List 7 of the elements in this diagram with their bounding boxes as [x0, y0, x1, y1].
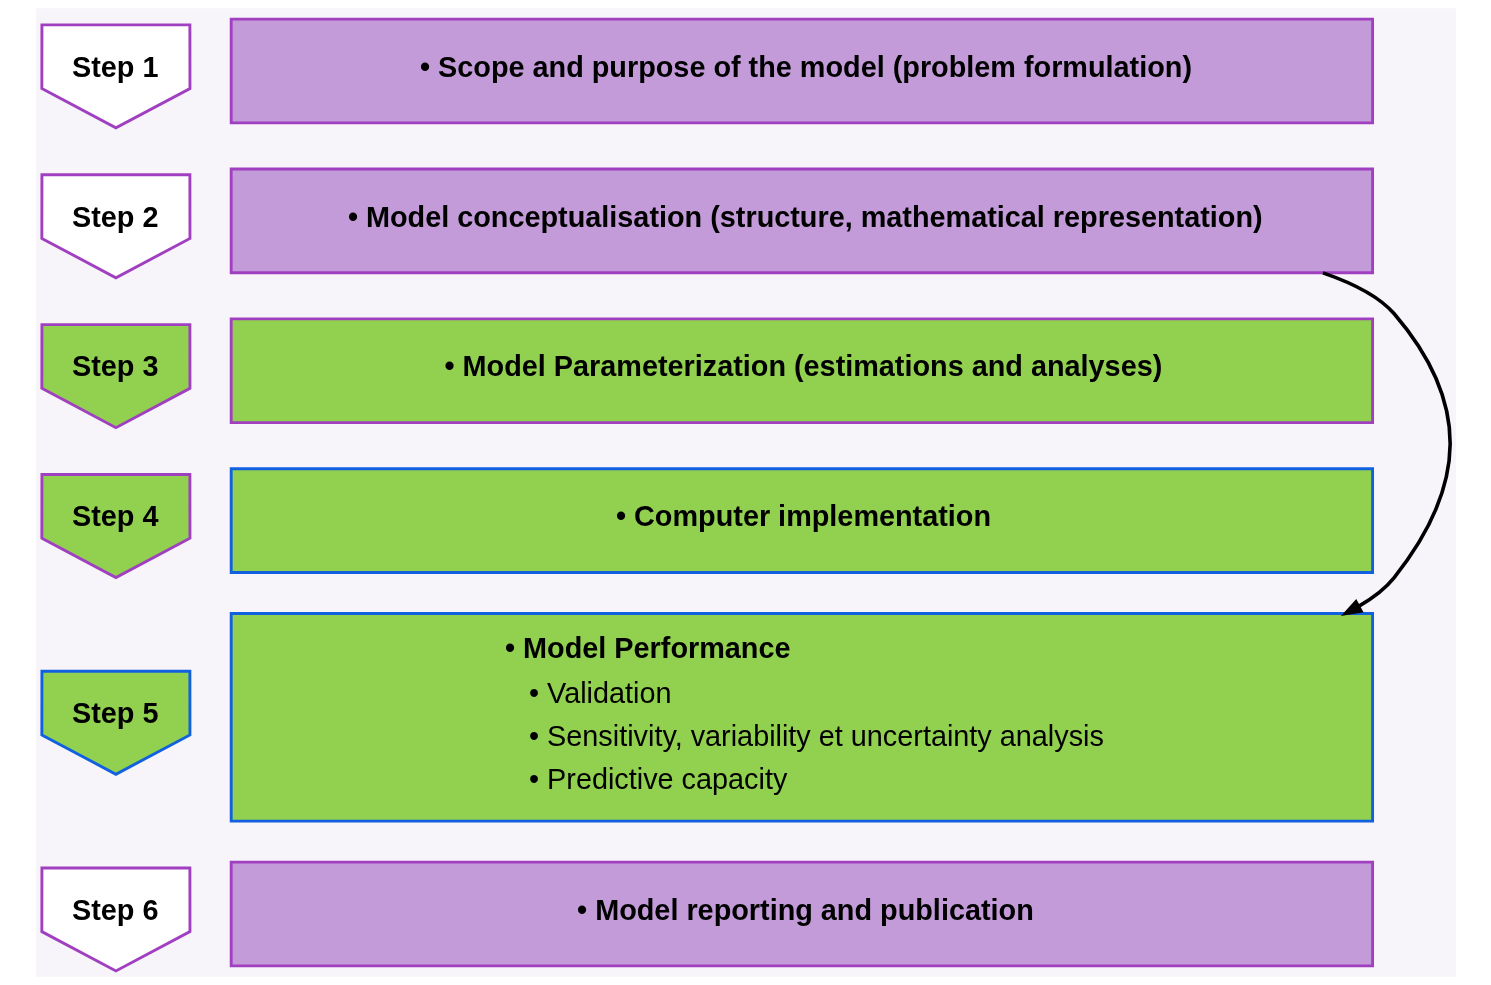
node-box: • Scope and purpose of the model (problem formulation): [229, 17, 1374, 125]
arrow: [1321, 271, 1452, 616]
node-box: • Model conceptualisation (structure, mathematical representation): [229, 167, 1374, 275]
node-box: • Model Parameterization (estimations and analyses): [229, 317, 1374, 425]
node-box: • Model Performance • Validation • Sensitivity, variability et uncertainty analysis • Predictive capacity: [229, 612, 1374, 823]
node-box: • Model reporting and publication: [229, 860, 1374, 968]
node-box: • Computer implementation: [229, 467, 1374, 574]
